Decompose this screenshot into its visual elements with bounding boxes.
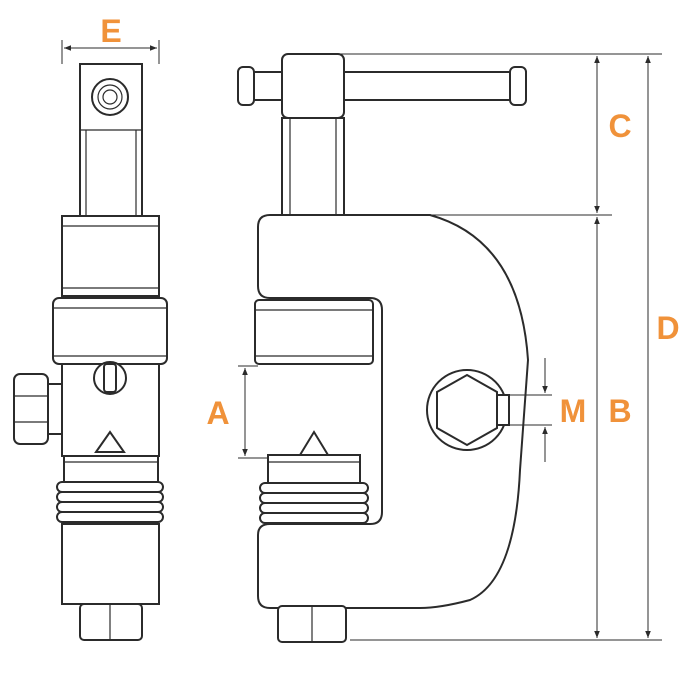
- side-cone-tip-icon: [94, 430, 126, 453]
- t-handle-hub: [281, 53, 345, 119]
- hex-bolt-icon: [436, 373, 498, 447]
- t-handle-left-bar: [253, 71, 285, 101]
- upper-pressure-pad: [254, 299, 374, 365]
- dimension-a: [238, 365, 268, 459]
- t-handle-right-end: [509, 66, 527, 106]
- front-view: [237, 53, 530, 643]
- side-bolt-washer: [47, 383, 63, 435]
- screw-shaft: [281, 117, 345, 217]
- side-bolt-hole-icon: [91, 78, 129, 116]
- hex-bolt-stub: [496, 394, 510, 426]
- dimension-e: [61, 40, 160, 64]
- side-pressure-plate: [63, 455, 159, 483]
- t-handle-right-bar: [343, 71, 511, 101]
- t-handle-left-end: [237, 66, 255, 106]
- side-bolt-head-icon: [13, 373, 49, 445]
- side-bottom-nut-icon: [79, 603, 143, 641]
- label-m: M: [560, 393, 587, 429]
- label-b: B: [608, 393, 631, 429]
- dimension-extension-lines: [340, 53, 662, 641]
- label-e: E: [100, 13, 121, 49]
- side-view: [13, 63, 168, 641]
- side-collar: [61, 215, 160, 297]
- front-threads: [259, 482, 369, 524]
- dimension-m: [509, 358, 552, 462]
- label-a: A: [206, 395, 229, 431]
- label-c: C: [608, 108, 631, 144]
- side-threads: [56, 481, 164, 523]
- label-d: D: [656, 310, 679, 346]
- front-pressure-plate: [267, 454, 361, 484]
- c-frame: [257, 214, 530, 609]
- front-cone-tip-icon: [298, 430, 330, 456]
- side-lower-body: [61, 523, 160, 605]
